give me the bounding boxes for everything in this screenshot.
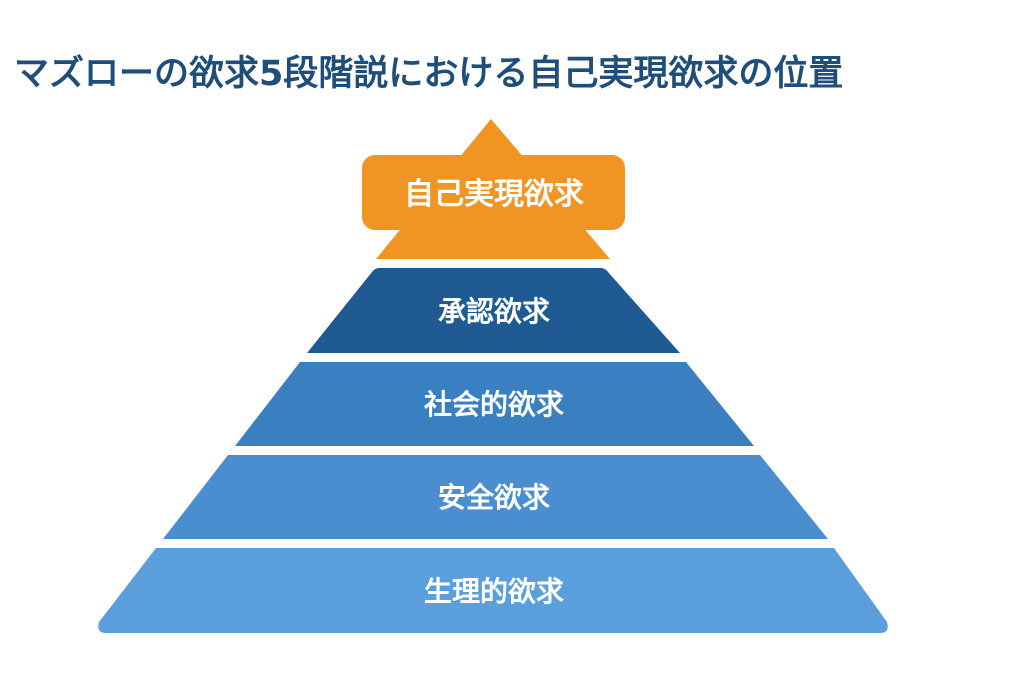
tier-safety-label: 安全欲求 — [438, 481, 550, 514]
tier-self-actualization: 自己実現欲求 — [362, 119, 625, 259]
page-title: マズローの欲求5段階説における自己実現欲求の位置 — [14, 54, 844, 94]
tier-safety: 安全欲求 — [163, 455, 828, 539]
tier-esteem: 承認欲求 — [307, 268, 680, 353]
tier-self-actualization-badge — [362, 155, 625, 230]
tier-physiological-shape — [98, 548, 888, 633]
tier-safety-shape — [163, 455, 828, 539]
tier-social: 社会的欲求 — [235, 362, 754, 446]
tier-self-actualization-label: 自己実現欲求 — [404, 177, 584, 212]
tier-social-label: 社会的欲求 — [424, 388, 564, 421]
tier-esteem-shape — [307, 268, 680, 353]
tier-esteem-label: 承認欲求 — [438, 295, 550, 328]
tier-social-shape — [235, 362, 754, 446]
tier-physiological: 生理的欲求 — [98, 548, 888, 633]
tier-physiological-label: 生理的欲求 — [424, 575, 564, 608]
